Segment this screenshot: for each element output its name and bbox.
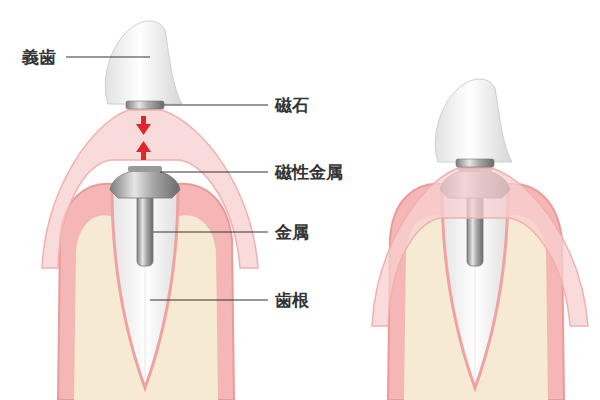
leader-line <box>150 300 268 301</box>
left-jaw <box>58 166 234 400</box>
part-label: 義歯 <box>22 46 56 68</box>
leader-line <box>160 172 268 173</box>
part-label: 磁性金属 <box>275 161 343 183</box>
part-label: 金属 <box>275 221 309 243</box>
right-denture <box>372 79 588 326</box>
leader-line <box>164 105 268 106</box>
part-label: 磁石 <box>275 94 309 116</box>
leader-line <box>153 232 268 233</box>
part-label: 歯根 <box>275 289 309 311</box>
attraction-arrows <box>136 116 151 160</box>
leader-line <box>66 57 150 58</box>
left-denture <box>42 21 258 268</box>
leader-lines <box>66 57 268 300</box>
